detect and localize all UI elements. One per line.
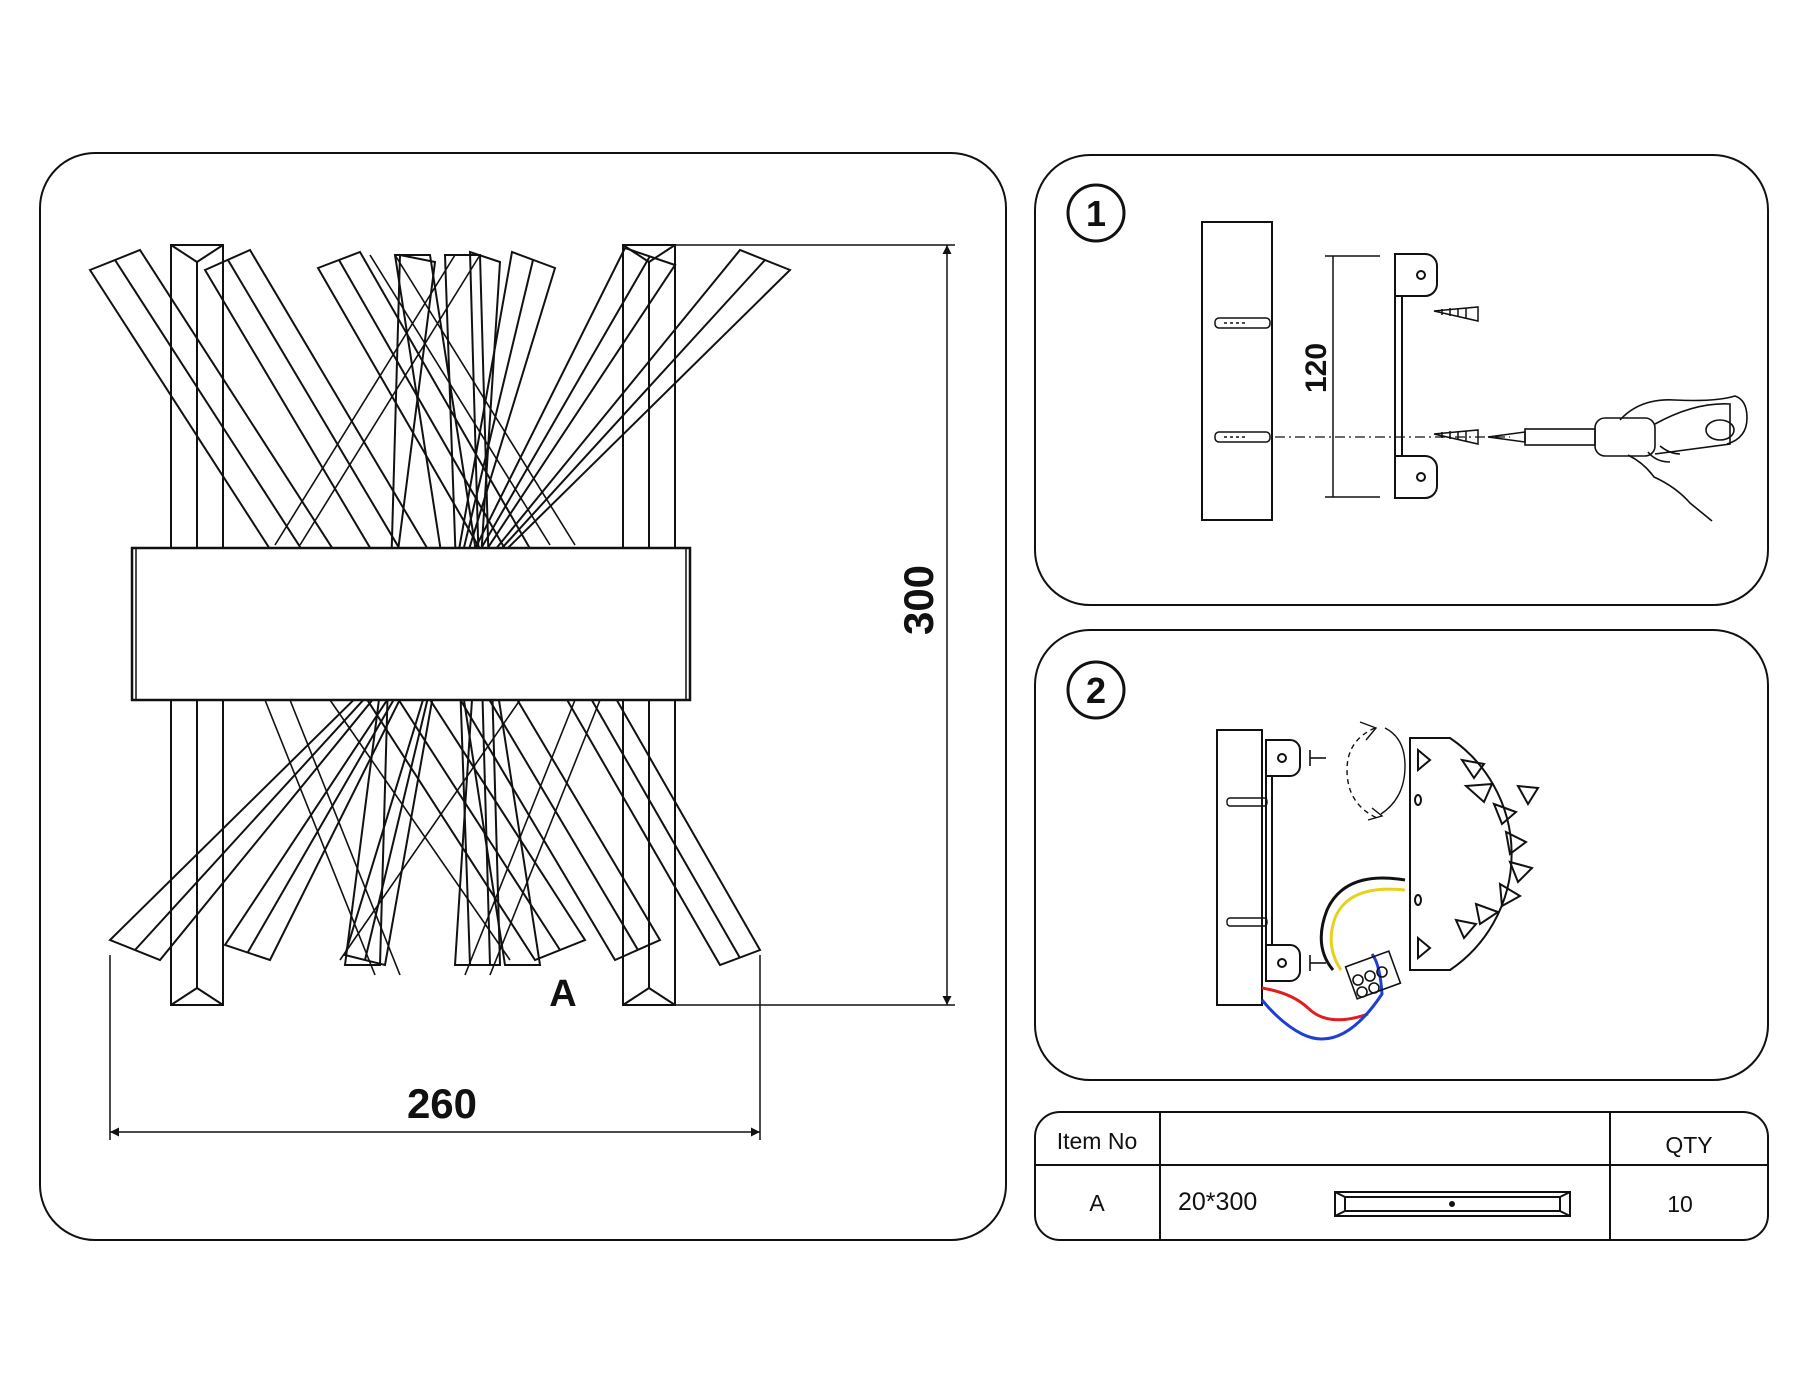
row-item: A — [1089, 1190, 1105, 1216]
screw-icon — [1309, 750, 1326, 971]
step2-number: 2 — [1086, 670, 1106, 711]
screw-icon — [1433, 306, 1479, 322]
wiring-harness — [1260, 876, 1406, 1041]
table-row: A 20*300 10 — [1089, 1188, 1693, 1217]
wall-anchor-bottom — [1214, 431, 1271, 443]
height-dimension-label: 300 — [895, 565, 942, 635]
width-dimension-label: 260 — [407, 1080, 477, 1127]
header-qty: QTY — [1665, 1132, 1712, 1158]
rotate-arrow-icon — [1346, 721, 1406, 821]
lamp-housing — [1409, 737, 1540, 971]
step1-panel: 1 120 — [1034, 154, 1769, 606]
mounting-bracket — [1394, 253, 1438, 499]
lamp-body — [130, 546, 692, 702]
header-item-no: Item No — [1057, 1128, 1138, 1154]
bracket-spacing-label: 120 — [1300, 343, 1333, 393]
parts-table: Item No QTY A 20*300 10 — [1034, 1111, 1769, 1241]
bracket-spacing-dimension — [1325, 255, 1380, 498]
mounting-bracket — [1265, 739, 1301, 982]
step1-number: 1 — [1086, 193, 1106, 234]
part-a-label: A — [549, 973, 576, 1015]
screwdriver-icon — [1487, 403, 1731, 457]
wall-base — [1201, 221, 1273, 521]
wall-base — [1216, 729, 1263, 1006]
rod-part-icon — [1334, 1191, 1571, 1217]
rods-diagonal-b — [108, 246, 792, 967]
hand-icon — [1619, 395, 1748, 522]
width-dimension — [109, 955, 761, 1140]
rods-lattice — [264, 254, 601, 976]
step2-panel: 2 — [1034, 629, 1769, 1081]
height-dimension — [675, 244, 955, 1006]
row-qty: 10 — [1667, 1191, 1693, 1217]
row-size: 20*300 — [1178, 1188, 1257, 1216]
main-view-panel: 300 260 A — [39, 152, 1007, 1241]
terminal-block-icon — [1344, 950, 1402, 1000]
wall-anchor-top — [1214, 317, 1271, 329]
